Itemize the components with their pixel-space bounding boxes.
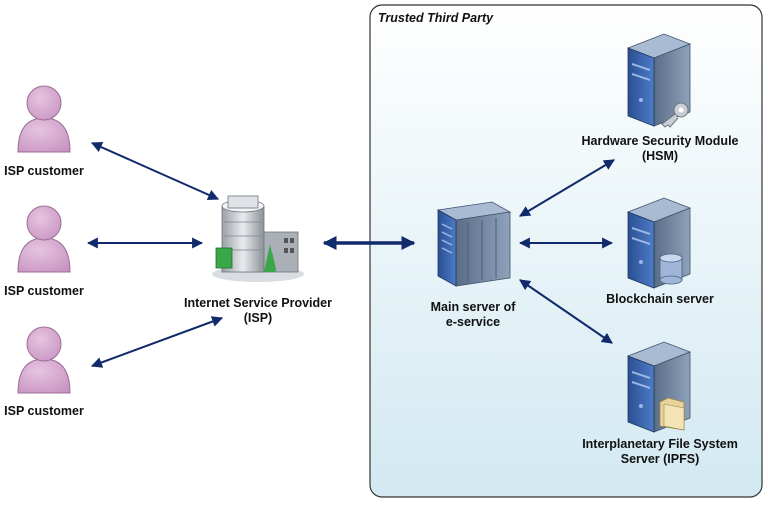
person-icon xyxy=(17,326,71,394)
trusted-third-party-panel xyxy=(369,4,763,498)
blockchain-label: Blockchain server xyxy=(606,292,714,306)
hsm-label-line2: (HSM) xyxy=(641,149,679,163)
database-icon xyxy=(659,253,683,285)
person-icon xyxy=(17,85,71,153)
customer-label: ISP customer xyxy=(4,164,84,178)
arrow-main-hsm xyxy=(519,159,615,217)
ipfs-label-line2: Server (IPFS) xyxy=(620,452,700,466)
arrow-customer3-isp xyxy=(90,316,224,368)
isp-building-icon xyxy=(212,195,304,282)
arrow-customer1-isp xyxy=(90,141,220,201)
hsm-label-line1: Hardware Security Module xyxy=(581,134,739,148)
main-server-icon xyxy=(436,201,512,287)
arrows xyxy=(86,141,615,368)
trusted-third-party-title: Trusted Third Party xyxy=(378,11,494,25)
key-icon xyxy=(661,102,689,128)
ipfs-label: Interplanetary File System Server (IPFS) xyxy=(570,437,750,467)
isp-label-line2: (ISP) xyxy=(243,311,273,325)
main-server-label-line2: e-service xyxy=(445,315,501,329)
main-server-label-line1: Main server of xyxy=(430,300,516,314)
person-icon xyxy=(17,205,71,273)
isp-label: Internet Service Provider (ISP) xyxy=(170,296,346,326)
isp-label-line1: Internet Service Provider xyxy=(184,296,332,310)
ipfs-label-line1: Interplanetary File System xyxy=(582,437,738,451)
folder-icon xyxy=(659,397,685,431)
hsm-label: Hardware Security Module (HSM) xyxy=(570,134,750,164)
customer-label: ISP customer xyxy=(4,404,84,418)
main-server-label: Main server of e-service xyxy=(408,300,538,330)
arrow-main-ipfs xyxy=(519,279,613,344)
customer-label: ISP customer xyxy=(4,284,84,298)
